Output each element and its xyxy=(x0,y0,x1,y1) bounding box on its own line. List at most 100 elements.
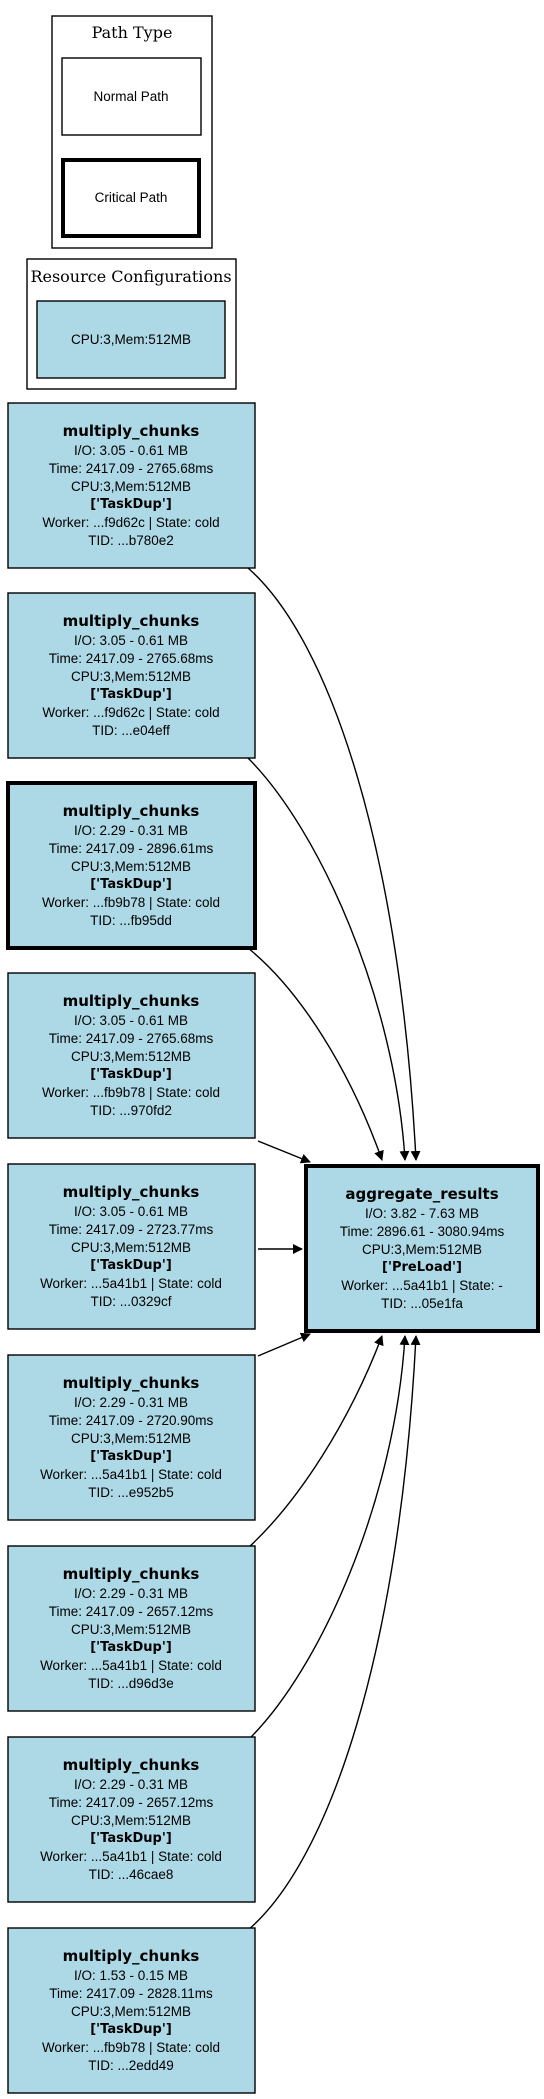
node-box xyxy=(7,402,256,569)
node-time: Time: 2417.09 - 2765.68ms xyxy=(49,1031,214,1046)
node-tag: ['TaskDup'] xyxy=(90,687,172,702)
edge-6 xyxy=(257,1332,311,1357)
legend-path-type: Path Type Normal Path Critical Path xyxy=(51,15,213,249)
node-tag: ['TaskDup'] xyxy=(90,1449,172,1464)
node-tag: ['TaskDup'] xyxy=(90,1258,172,1273)
node-tag: ['TaskDup'] xyxy=(90,2022,172,2037)
edge-4 xyxy=(257,1140,311,1164)
node-tag: ['TaskDup'] xyxy=(90,877,172,892)
task-node: multiply_chunks I/O: 3.05 - 0.61 MB Time… xyxy=(7,972,256,1139)
node-time: Time: 2417.09 - 2657.12ms xyxy=(49,1604,214,1619)
node-io: I/O: 3.05 - 0.61 MB xyxy=(74,1013,188,1028)
task-node: multiply_chunks I/O: 2.29 - 0.31 MB Time… xyxy=(7,1545,256,1712)
node-io: I/O: 2.29 - 0.31 MB xyxy=(74,1395,188,1410)
node-title: multiply_chunks xyxy=(63,422,200,440)
legend-normal-path-label: Normal Path xyxy=(93,89,168,104)
node-io: I/O: 3.82 - 7.63 MB xyxy=(365,1206,479,1221)
node-box xyxy=(6,781,257,950)
node-box xyxy=(7,1736,256,1903)
node-resources: CPU:3,Mem:512MB xyxy=(71,859,191,874)
node-box xyxy=(7,592,256,759)
node-title: aggregate_results xyxy=(345,1185,498,1203)
node-resources: CPU:3,Mem:512MB xyxy=(71,1240,191,1255)
node-time: Time: 2417.09 - 2657.12ms xyxy=(49,1795,214,1810)
node-box xyxy=(304,1164,540,1333)
task-node: multiply_chunks I/O: 1.53 - 0.15 MB Time… xyxy=(7,1927,256,2094)
node-io: I/O: 2.29 - 0.31 MB xyxy=(74,1586,188,1601)
node-tid: TID: ...e952b5 xyxy=(88,1485,174,1500)
node-tag: ['TaskDup'] xyxy=(90,497,172,512)
task-node: multiply_chunks I/O: 2.29 - 0.31 MB Time… xyxy=(7,1736,256,1903)
legend-critical-path-box xyxy=(61,158,201,238)
legend-resource-configurations: Resource Configurations CPU:3,Mem:512MB xyxy=(26,258,237,390)
node-title: multiply_chunks xyxy=(63,612,200,630)
node-io: I/O: 3.05 - 0.61 MB xyxy=(74,633,188,648)
node-tid: TID: ...d96d3e xyxy=(88,1676,174,1691)
node-time: Time: 2896.61 - 3080.94ms xyxy=(340,1224,505,1239)
node-worker: Worker: ...f9d62c | State: cold xyxy=(42,705,219,720)
legend-critical-path-label: Critical Path xyxy=(95,190,168,205)
edge-3 xyxy=(247,947,384,1161)
node-time: Time: 2417.09 - 2723.77ms xyxy=(49,1222,214,1237)
node-title: multiply_chunks xyxy=(63,1565,200,1583)
node-resources: CPU:3,Mem:512MB xyxy=(71,1622,191,1637)
node-resources: CPU:3,Mem:512MB xyxy=(71,1813,191,1828)
node-resources: CPU:3,Mem:512MB xyxy=(71,1431,191,1446)
node-resources: CPU:3,Mem:512MB xyxy=(71,669,191,684)
node-title: multiply_chunks xyxy=(63,992,200,1010)
node-tid: TID: ...05e1fa xyxy=(381,1296,463,1311)
legend-resource-title: Resource Configurations xyxy=(30,267,231,286)
node-tag: ['PreLoad'] xyxy=(382,1260,462,1275)
node-worker: Worker: ...5a41b1 | State: cold xyxy=(40,1276,222,1291)
task-node: multiply_chunks I/O: 3.05 - 0.61 MB Time… xyxy=(7,592,256,759)
node-title: multiply_chunks xyxy=(63,1947,200,1965)
node-resources: CPU:3,Mem:512MB xyxy=(71,1049,191,1064)
node-resources: CPU:3,Mem:512MB xyxy=(71,479,191,494)
node-worker: Worker: ...f9d62c | State: cold xyxy=(42,515,219,530)
node-tid: TID: ...46cae8 xyxy=(89,1867,174,1882)
node-tid: TID: ...970fd2 xyxy=(90,1103,172,1118)
node-resources: CPU:3,Mem:512MB xyxy=(71,2004,191,2019)
node-tag: ['TaskDup'] xyxy=(90,1067,172,1082)
task-node: multiply_chunks I/O: 3.05 - 0.61 MB Time… xyxy=(7,402,256,569)
node-title: multiply_chunks xyxy=(63,1756,200,1774)
node-io: I/O: 1.53 - 0.15 MB xyxy=(74,1968,188,1983)
edge-7 xyxy=(247,1335,384,1549)
node-worker: Worker: ...fb9b78 | State: cold xyxy=(42,1085,220,1100)
node-box xyxy=(7,1545,256,1712)
edge-1 xyxy=(247,567,421,1161)
node-tid: TID: ...0329cf xyxy=(90,1294,171,1309)
node-worker: Worker: ...5a41b1 | State: cold xyxy=(40,1467,222,1482)
node-box xyxy=(7,1927,256,2094)
aggregate-node-critical: aggregate_results I/O: 3.82 - 7.63 MB Ti… xyxy=(304,1164,540,1333)
node-worker: Worker: ...fb9b78 | State: cold xyxy=(42,2040,220,2055)
edge-2 xyxy=(247,757,410,1161)
node-tid: TID: ...e04eff xyxy=(92,723,170,738)
node-title: multiply_chunks xyxy=(63,1183,200,1201)
node-time: Time: 2417.09 - 2720.90ms xyxy=(49,1413,214,1428)
task-node: multiply_chunks I/O: 3.05 - 0.61 MB Time… xyxy=(7,1163,256,1330)
node-title: multiply_chunks xyxy=(63,1374,200,1392)
node-box xyxy=(7,1354,256,1521)
node-time: Time: 2417.09 - 2896.61ms xyxy=(49,841,214,856)
node-worker: Worker: ...fb9b78 | State: cold xyxy=(42,895,220,910)
node-time: Time: 2417.09 - 2765.68ms xyxy=(49,461,214,476)
node-worker: Worker: ...5a41b1 | State: - xyxy=(341,1278,503,1293)
legend-resource-label: CPU:3,Mem:512MB xyxy=(71,332,191,347)
task-node: multiply_chunks I/O: 2.29 - 0.31 MB Time… xyxy=(7,1354,256,1521)
node-time: Time: 2417.09 - 2828.11ms xyxy=(49,1986,213,2001)
legend-resource-box xyxy=(36,300,226,379)
node-resources: CPU:3,Mem:512MB xyxy=(362,1242,482,1257)
edges xyxy=(247,567,421,1931)
node-worker: Worker: ...5a41b1 | State: cold xyxy=(40,1849,222,1864)
node-box xyxy=(7,1163,256,1330)
legend-path-type-title: Path Type xyxy=(92,23,173,42)
node-tid: TID: ...b780e2 xyxy=(88,533,174,548)
node-tid: TID: ...fb95dd xyxy=(90,913,172,928)
task-node-critical: multiply_chunks I/O: 2.29 - 0.31 MB Time… xyxy=(6,781,257,950)
node-tag: ['TaskDup'] xyxy=(90,1831,172,1846)
node-io: I/O: 3.05 - 0.61 MB xyxy=(74,1204,188,1219)
node-title: multiply_chunks xyxy=(63,802,200,820)
node-worker: Worker: ...5a41b1 | State: cold xyxy=(40,1658,222,1673)
